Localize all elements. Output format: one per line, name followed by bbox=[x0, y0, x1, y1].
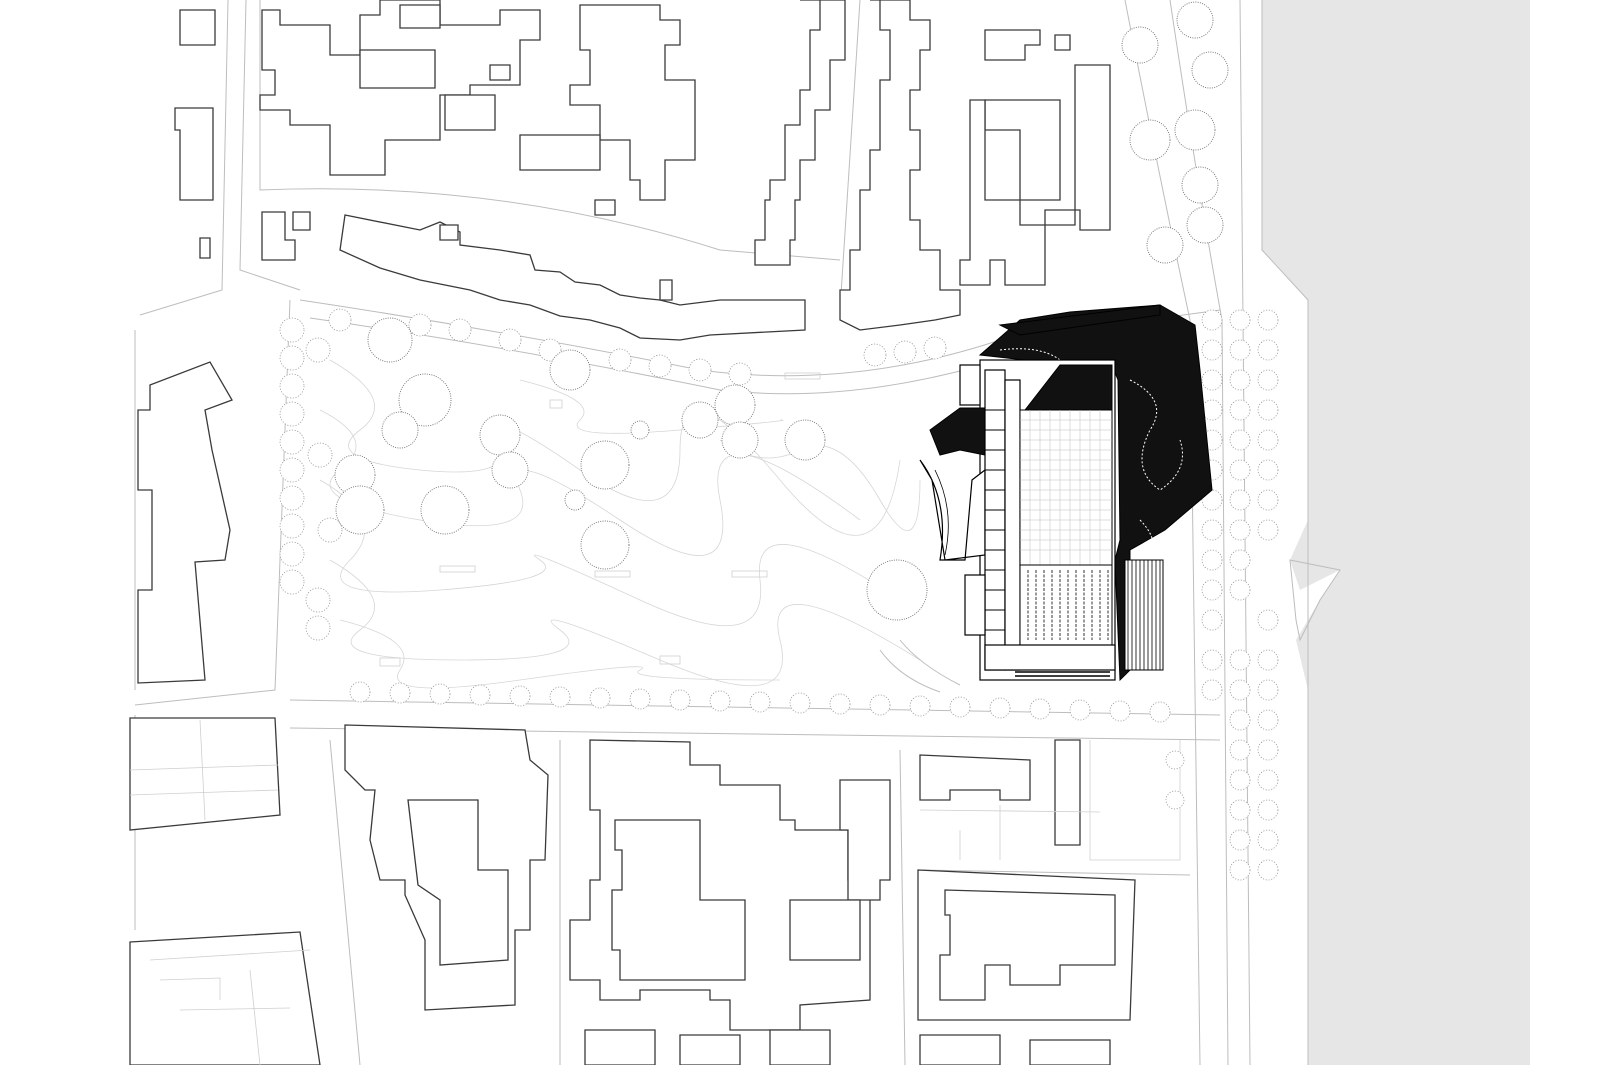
building-footprint bbox=[611, 819, 746, 981]
building-footprint bbox=[199, 237, 211, 259]
park bbox=[319, 359, 961, 693]
ribbed-facade bbox=[1124, 559, 1164, 671]
building-footprint bbox=[137, 361, 233, 684]
roof-grid bbox=[1019, 409, 1113, 566]
building-footprint bbox=[399, 4, 441, 29]
building-footprint bbox=[789, 899, 861, 961]
building-footprint bbox=[1054, 739, 1081, 846]
building-footprint bbox=[439, 224, 459, 241]
building-footprint bbox=[261, 211, 296, 261]
building-footprint bbox=[179, 9, 216, 46]
building-footprint bbox=[444, 94, 496, 131]
building-footprint bbox=[959, 64, 1111, 286]
trees bbox=[279, 1, 1279, 881]
building-footprint bbox=[569, 739, 871, 1031]
building-footprint bbox=[754, 0, 846, 266]
building-footprint bbox=[769, 1029, 831, 1065]
building-footprint bbox=[839, 0, 961, 331]
building-footprint bbox=[407, 799, 509, 966]
building-footprint bbox=[569, 4, 696, 201]
building-footprint bbox=[339, 214, 806, 341]
building-footprint bbox=[359, 49, 436, 89]
building-footprint bbox=[129, 717, 281, 831]
seating-rows bbox=[1019, 564, 1113, 646]
building-footprint bbox=[919, 754, 1031, 801]
building-footprint bbox=[519, 134, 601, 171]
building-footprint bbox=[174, 107, 214, 201]
building-footprint bbox=[659, 279, 673, 301]
building-footprint bbox=[129, 931, 321, 1065]
project-building bbox=[919, 304, 1213, 682]
building-footprint bbox=[1029, 1039, 1111, 1065]
water-edge bbox=[1261, 0, 1530, 1065]
building-footprint bbox=[594, 199, 616, 216]
city-blocks bbox=[129, 0, 1181, 1065]
building-footprint bbox=[984, 29, 1041, 61]
building-footprint bbox=[939, 889, 1116, 1001]
building-footprint bbox=[292, 211, 311, 231]
building-footprint bbox=[984, 99, 1061, 201]
building-footprint bbox=[839, 779, 891, 901]
building-footprint bbox=[584, 1029, 656, 1065]
building-footprint bbox=[489, 64, 511, 81]
building-footprint bbox=[1054, 34, 1071, 51]
building-footprint bbox=[919, 1034, 1001, 1065]
building-footprint bbox=[679, 1034, 741, 1065]
